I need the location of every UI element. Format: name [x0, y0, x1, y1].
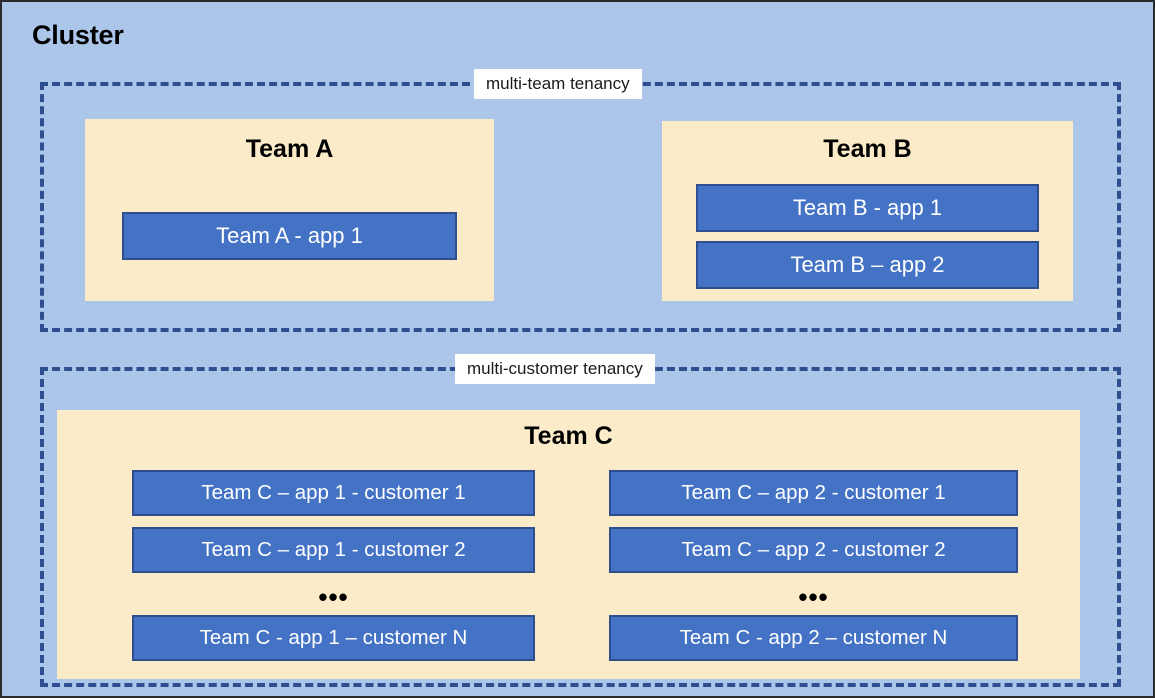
team-title-team-c: Team C [524, 422, 613, 450]
tenancy-group-multi-customer: multi-customer tenancy [40, 354, 1121, 687]
team-title-team-b: Team B [823, 135, 912, 163]
app-box-team-b-app-1[interactable]: Team B - app 1 [696, 184, 1039, 232]
app-box-team-a-app-1[interactable]: Team A - app 1 [122, 212, 457, 260]
team-panel-team-a: Team A Team A - app 1 [85, 119, 494, 301]
page-title: Cluster [32, 20, 124, 50]
tenancy-group-label-multi-customer: multi-customer tenancy [455, 354, 655, 384]
app-box-team-c-app-1-customer-2[interactable]: Team C – app 1 - customer 2 [132, 527, 535, 573]
app-box-team-c-app-2-customer-2[interactable]: Team C – app 2 - customer 2 [609, 527, 1018, 573]
app-box-team-c-app-2-customer-1[interactable]: Team C – app 2 - customer 1 [609, 470, 1018, 516]
tenancy-group-multi-team: multi-team tenancy [40, 69, 1121, 332]
tenancy-group-label-multi-team: multi-team tenancy [474, 69, 642, 99]
app-box-team-b-app-2[interactable]: Team B – app 2 [696, 241, 1039, 289]
ellipsis-icon-app-1: ••• [318, 582, 349, 612]
app-box-team-c-app-1-customer-1[interactable]: Team C – app 1 - customer 1 [132, 470, 535, 516]
team-panel-team-c: Team C Team C – app 1 - customer 1 Team … [57, 410, 1080, 679]
team-title-team-a: Team A [245, 135, 334, 163]
team-panel-team-b: Team B Team B - app 1 Team B – app 2 [662, 121, 1073, 301]
ellipsis-icon-app-2: ••• [798, 582, 829, 612]
app-box-team-c-app-1-customer-n[interactable]: Team C - app 1 – customer N [132, 615, 535, 661]
app-box-team-c-app-2-customer-n[interactable]: Team C - app 2 – customer N [609, 615, 1018, 661]
